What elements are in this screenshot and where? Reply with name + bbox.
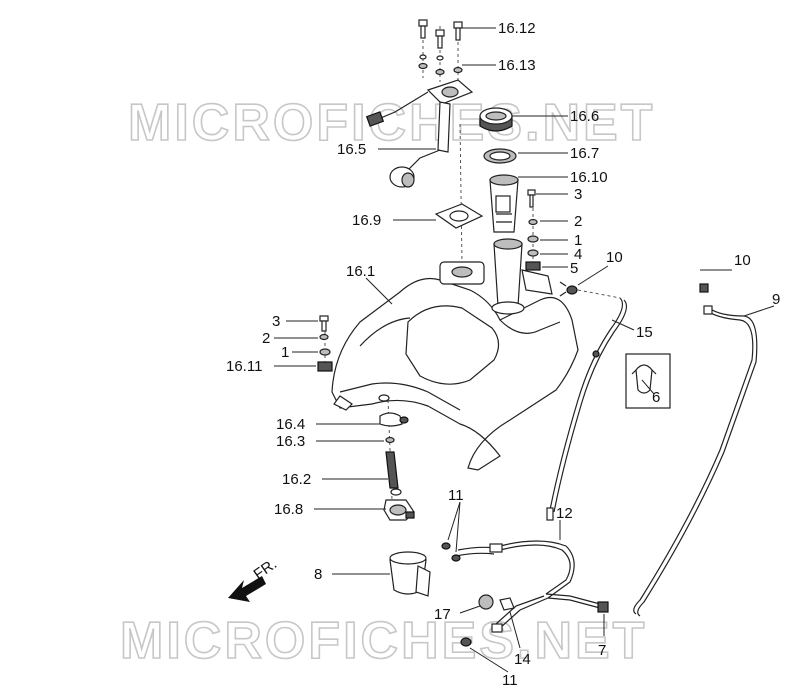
callout-11-lower: 11 xyxy=(502,672,518,689)
callout-12: 12 xyxy=(556,505,573,522)
callout-16-5: 16.5 xyxy=(337,141,366,158)
cup-part-8 xyxy=(389,551,431,597)
front-direction-label: FR. xyxy=(251,555,281,583)
leader-lines xyxy=(274,27,775,673)
callout-3-right: 3 xyxy=(574,186,582,203)
hardware-left xyxy=(317,315,333,372)
callout-11-upper: 11 xyxy=(448,487,464,504)
bolts-16-12 xyxy=(418,19,463,49)
callout-16-13: 16.13 xyxy=(498,57,536,74)
gasket-16-7 xyxy=(483,148,517,164)
front-direction-arrow: FR. xyxy=(228,555,280,602)
callout-16-2: 16.2 xyxy=(282,471,311,488)
callout-2-left: 2 xyxy=(262,330,270,347)
callout-16-7: 16.7 xyxy=(570,145,599,162)
callout-1-left: 1 xyxy=(281,344,289,361)
washers-16-13 xyxy=(418,54,463,76)
pump-assembly xyxy=(379,412,415,521)
callout-labels: 16.12 16.13 16.6 16.5 16.7 16.10 3 16.9 … xyxy=(226,20,780,689)
callout-1-right: 1 xyxy=(574,232,582,249)
callout-15: 15 xyxy=(636,324,653,341)
hose-assembly-12 xyxy=(441,540,609,647)
gasket-plate-16-9 xyxy=(434,203,484,229)
callout-16-10: 16.10 xyxy=(570,169,608,186)
clip-10-upper xyxy=(559,281,578,297)
callout-9: 9 xyxy=(772,291,780,308)
watermark-top: MICROFICHES.NET xyxy=(128,94,655,152)
callout-17: 17 xyxy=(434,606,451,623)
callout-16-12: 16.12 xyxy=(498,20,536,37)
hose-15 xyxy=(546,297,627,521)
hose-9 xyxy=(633,283,758,617)
callout-5: 5 xyxy=(570,260,578,277)
filler-neck xyxy=(489,174,519,233)
callout-2-right: 2 xyxy=(574,213,582,230)
fuel-tank xyxy=(331,238,579,471)
callout-6: 6 xyxy=(652,389,660,406)
fuel-cap xyxy=(479,107,513,132)
callout-10-right: 10 xyxy=(734,252,751,269)
callout-16-6: 16.6 xyxy=(570,108,599,125)
callout-16-1: 16.1 xyxy=(346,263,375,280)
hardware-right xyxy=(525,189,541,271)
callout-16-3: 16.3 xyxy=(276,433,305,450)
callout-10-upper: 10 xyxy=(606,249,623,266)
callout-4: 4 xyxy=(574,246,582,263)
callout-16-9: 16.9 xyxy=(352,212,381,229)
clip-6-box xyxy=(625,353,671,409)
callout-16-11: 16.11 xyxy=(226,358,262,375)
fuel-level-sender xyxy=(365,79,474,188)
callout-16-8: 16.8 xyxy=(274,501,303,518)
callout-7: 7 xyxy=(598,642,606,659)
callout-14: 14 xyxy=(514,651,531,668)
callout-8: 8 xyxy=(314,566,322,583)
watermark-bottom: MICROFICHES.NET xyxy=(120,612,647,670)
callout-16-4: 16.4 xyxy=(276,416,305,433)
callout-3-left: 3 xyxy=(272,313,280,330)
